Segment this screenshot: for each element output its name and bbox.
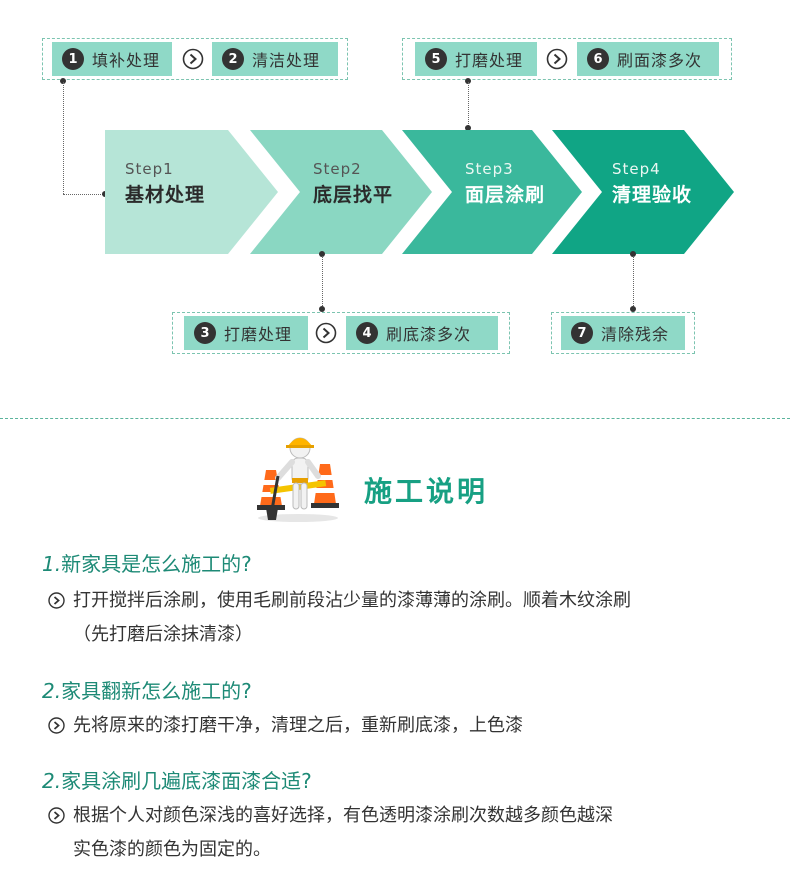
callout-label: 刷底漆多次 <box>386 325 472 344</box>
step-label: Step1 <box>125 160 174 178</box>
step-title: 基材处理 <box>125 184 206 206</box>
connector-dot <box>465 78 471 84</box>
question-text: 家具翻新怎么施工的? <box>61 679 252 703</box>
question-number: 1. <box>42 552 62 576</box>
connector-line <box>322 256 323 308</box>
step-4-text: Step4 清理验收 <box>612 160 692 207</box>
callout-group-7 <box>551 312 695 354</box>
connector-line <box>63 194 105 195</box>
section-divider <box>0 418 790 419</box>
callout-group-1-2 <box>42 38 348 80</box>
callout-step-6: 6 刷面漆多次 <box>577 42 719 76</box>
callout-step-5: 5 打磨处理 <box>415 42 537 76</box>
step-1-chevron <box>105 130 278 254</box>
faq-answer-2: 先将原来的漆打磨干净，清理之后，重新刷底漆，上色漆 <box>48 710 523 744</box>
step-number-badge: 4 <box>356 322 378 344</box>
callout-label: 填补处理 <box>92 51 161 70</box>
step-number-badge: 1 <box>62 48 84 70</box>
callout-step-2: 2 清洁处理 <box>212 42 338 76</box>
process-chevrons <box>105 130 734 254</box>
next-arrow-icon <box>313 316 339 350</box>
step-4-chevron <box>552 130 734 254</box>
callout-step-3: 3 打磨处理 <box>184 316 308 350</box>
callout-label: 打磨处理 <box>224 325 293 344</box>
connector-dot <box>630 306 636 312</box>
chevron-right-icon <box>48 713 65 744</box>
question-text: 家具涂刷几遍底漆面漆合适? <box>61 769 312 793</box>
step-2-chevron <box>250 130 432 254</box>
step-title: 面层涂刷 <box>465 184 546 206</box>
step-2-text: Step2 底层找平 <box>313 160 393 207</box>
callout-group-3-4 <box>172 312 510 354</box>
connector-line <box>468 82 469 128</box>
connector-dot <box>60 78 66 84</box>
question-number: 2. <box>42 769 62 793</box>
step-title: 底层找平 <box>313 184 394 206</box>
step-3-chevron <box>402 130 582 254</box>
chevron-right-icon <box>48 588 65 619</box>
step-label: Step2 <box>313 160 362 178</box>
connector-line <box>633 256 634 308</box>
faq-question-2: 2.家具翻新怎么施工的? <box>42 675 252 704</box>
connector-line <box>63 82 64 194</box>
construction-worker-icon <box>257 437 339 522</box>
step-title: 清理验收 <box>612 184 693 206</box>
step-label: Step3 <box>465 160 514 178</box>
step-number-badge: 5 <box>425 48 447 70</box>
next-arrow-icon <box>544 42 570 76</box>
step-label: Step4 <box>612 160 661 178</box>
connector-dot <box>319 306 325 312</box>
callout-label: 打磨处理 <box>455 51 524 70</box>
faq-answer-3: 根据个人对颜色深浅的喜好选择，有色透明漆涂刷次数越多颜色越深 实色漆的颜色为固定… <box>48 800 613 865</box>
step-1-text: Step1 基材处理 <box>125 160 205 207</box>
answer-line: （先打磨后涂抹清漆） <box>73 624 253 645</box>
callout-step-1: 1 填补处理 <box>52 42 172 76</box>
answer-line: 实色漆的颜色为固定的。 <box>73 839 271 860</box>
step-number-badge: 3 <box>194 322 216 344</box>
next-arrow-icon <box>180 42 206 76</box>
question-text: 新家具是怎么施工的? <box>61 552 252 576</box>
step-number-badge: 6 <box>587 48 609 70</box>
step-number-badge: 2 <box>222 48 244 70</box>
connector-dot <box>465 125 471 131</box>
callout-label: 清洁处理 <box>252 51 321 70</box>
faq-question-3: 2.家具涂刷几遍底漆面漆合适? <box>42 765 312 794</box>
chevron-right-icon <box>48 803 65 834</box>
connector-dot <box>630 251 636 257</box>
callout-step-7: 7 清除残余 <box>561 316 685 350</box>
faq-answer-1: 打开搅拌后涂刷，使用毛刷前段沾少量的漆薄薄的涂刷。顺着木纹涂刷 （先打磨后涂抹清… <box>48 585 631 650</box>
section-title: 施工说明 <box>364 475 489 508</box>
question-number: 2. <box>42 679 62 703</box>
answer-line: 根据个人对颜色深浅的喜好选择，有色透明漆涂刷次数越多颜色越深 <box>73 805 613 826</box>
answer-line: 打开搅拌后涂刷，使用毛刷前段沾少量的漆薄薄的涂刷。顺着木纹涂刷 <box>73 590 631 611</box>
step-3-text: Step3 面层涂刷 <box>465 160 545 207</box>
connector-dot <box>319 251 325 257</box>
callout-group-5-6 <box>402 38 732 80</box>
callout-step-4: 4 刷底漆多次 <box>346 316 498 350</box>
faq-question-1: 1.新家具是怎么施工的? <box>42 548 252 577</box>
step-number-badge: 7 <box>571 322 593 344</box>
callout-label: 刷面漆多次 <box>617 51 703 70</box>
callout-label: 清除残余 <box>601 325 670 344</box>
answer-line: 先将原来的漆打磨干净，清理之后，重新刷底漆，上色漆 <box>73 715 523 736</box>
